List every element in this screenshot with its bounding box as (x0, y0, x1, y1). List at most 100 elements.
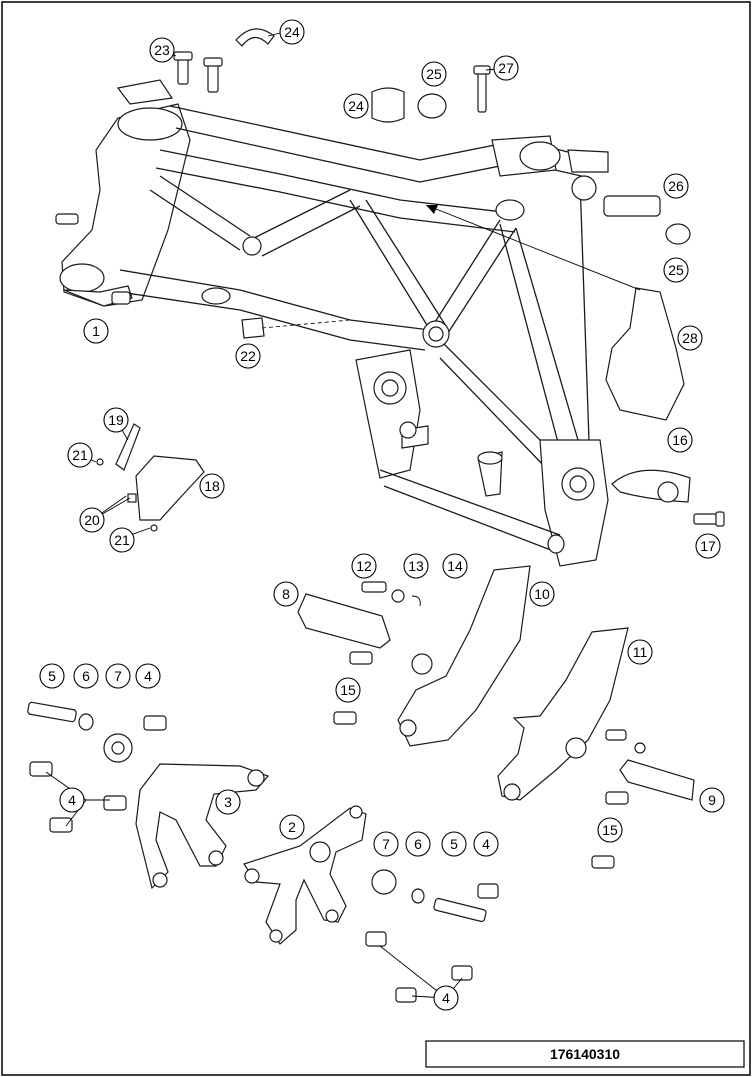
callout-circle (135, 663, 161, 689)
callout-circle (421, 61, 447, 87)
rear-footrest-bracket-2 (243, 805, 367, 945)
callout-number: 7 (114, 668, 122, 684)
callout-c11: 11 (627, 639, 653, 665)
callout-number: 4 (144, 668, 152, 684)
callout-c16: 16 (667, 427, 693, 453)
callout-circle (663, 173, 689, 199)
callout-number: 6 (82, 668, 90, 684)
callout-circle (79, 507, 105, 533)
callout-c21a: 21 (67, 442, 93, 468)
callout-number: 11 (633, 644, 648, 660)
callout-number: 19 (108, 412, 124, 428)
callout-circle (105, 663, 131, 689)
callout-number: 5 (48, 668, 56, 684)
callout-number: 4 (442, 990, 450, 1006)
callout-number: 13 (408, 558, 424, 574)
callout-number: 15 (340, 682, 356, 698)
callout-circle (199, 473, 225, 499)
callout-c9: 9 (699, 787, 725, 813)
callout-number: 9 (708, 792, 716, 808)
callout-number: 20 (84, 512, 100, 528)
callout-number: 26 (668, 178, 684, 194)
callout-number: 2 (288, 819, 296, 835)
callout-circle (59, 787, 85, 813)
footpeg-8 (297, 581, 421, 665)
callout-c18: 18 (199, 473, 225, 499)
callout-number: 22 (240, 348, 256, 364)
callout-c25b: 25 (663, 257, 689, 283)
callout-number: 3 (224, 794, 232, 810)
callout-circle (677, 325, 703, 351)
callout-c27: 27 (493, 55, 519, 81)
callout-c7a: 7 (105, 663, 131, 689)
callout-c28: 28 (677, 325, 703, 351)
callout-circle (273, 581, 299, 607)
callout-number: 5 (450, 836, 458, 852)
callout-c21b: 21 (109, 527, 135, 553)
callout-circle (39, 663, 65, 689)
callout-number: 21 (114, 532, 130, 548)
callout-circle (149, 37, 175, 63)
callout-circle (279, 814, 305, 840)
callout-c23: 23 (149, 37, 175, 63)
side-cover-18-19 (96, 423, 205, 532)
callout-c22: 22 (235, 343, 261, 369)
callout-c17: 17 (695, 533, 721, 559)
callout-c19: 19 (103, 407, 129, 433)
callout-c15a: 15 (335, 677, 361, 703)
callout-circle (73, 663, 99, 689)
callout-circle (441, 831, 467, 857)
callout-c6a: 6 (73, 663, 99, 689)
callout-number: 28 (682, 330, 698, 346)
footpeg-9 (333, 711, 695, 869)
callout-c10: 10 (529, 581, 555, 607)
callout-number: 17 (700, 538, 716, 554)
footrest-bracket-11 (497, 627, 629, 801)
drawing-number-box: 176140310 (425, 1040, 745, 1068)
callout-c15b: 15 (597, 817, 623, 843)
side-bracket-28 (425, 204, 685, 421)
callout-circle (529, 581, 555, 607)
callout-number: 25 (668, 262, 684, 278)
callout-number: 21 (72, 447, 88, 463)
callout-circle (433, 985, 459, 1011)
callout-number: 27 (498, 60, 514, 76)
callout-c4b: 4 (59, 787, 85, 813)
callout-c24b: 24 (343, 93, 369, 119)
frame-clip (241, 317, 351, 339)
callout-circle (663, 257, 689, 283)
callout-circle (343, 93, 369, 119)
callout-c8: 8 (273, 581, 299, 607)
callout-number: 16 (672, 432, 688, 448)
callout-c5a: 5 (39, 663, 65, 689)
callout-circle (493, 55, 519, 81)
callout-number: 7 (382, 836, 390, 852)
callout-c20: 20 (79, 507, 105, 533)
callout-c4d: 4 (433, 985, 459, 1011)
callout-circle (667, 427, 693, 453)
callout-number: 24 (348, 98, 364, 114)
callout-circle (103, 407, 129, 433)
footrest-bracket-10 (397, 565, 531, 747)
bolts-washers-bushings (27, 701, 499, 1003)
callout-number: 4 (482, 836, 490, 852)
callout-circle (235, 343, 261, 369)
callout-circle (627, 639, 653, 665)
callout-number: 25 (426, 66, 442, 82)
callout-number: 18 (204, 478, 220, 494)
callout-number: 10 (534, 586, 550, 602)
callout-c14: 14 (442, 553, 468, 579)
callout-circle (83, 318, 109, 344)
callout-c5b: 5 (441, 831, 467, 857)
callout-circle (695, 533, 721, 559)
callout-circle (403, 553, 429, 579)
callout-number: 8 (282, 586, 290, 602)
drawing-number: 176140310 (550, 1046, 620, 1062)
callout-number: 14 (447, 558, 463, 574)
callout-c13: 13 (403, 553, 429, 579)
callout-circle (442, 553, 468, 579)
steering-bushings-and-bolts (173, 28, 691, 245)
callout-c24a: 24 (279, 19, 305, 45)
